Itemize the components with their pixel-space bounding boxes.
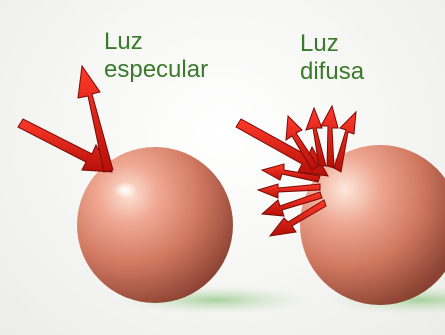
specular-label-line2: especular xyxy=(104,56,208,84)
diffuse-label-line2: difusa xyxy=(300,58,364,86)
diffuse-label-line1: Luz xyxy=(300,30,364,58)
specular-label-line1: Luz xyxy=(104,28,208,56)
specular-light-label: Luz especular xyxy=(104,28,208,84)
diffuse-light-label: Luz difusa xyxy=(300,30,364,86)
